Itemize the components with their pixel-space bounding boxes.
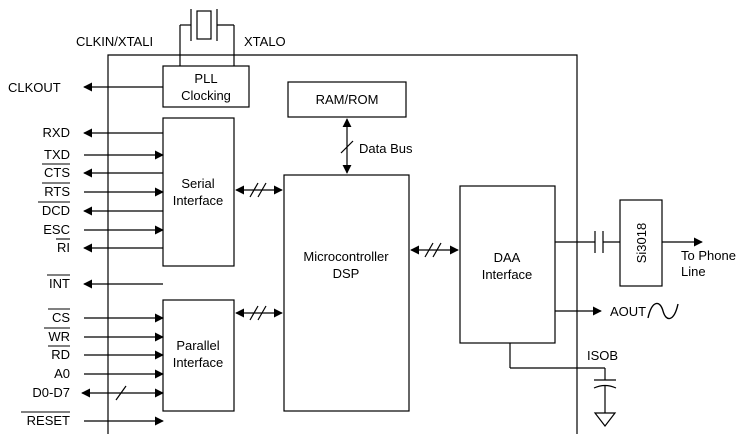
daa-label-1: DAA [494, 250, 521, 265]
mcu-daa-bus-slash-2 [432, 242, 442, 258]
pll-label-1: PLL [194, 71, 217, 86]
pin-cts-label: CTS [44, 165, 70, 180]
pin-d0-d7-slash [115, 385, 127, 401]
pin-cs-label: CS [52, 310, 70, 325]
serial-label-2: Interface [173, 193, 224, 208]
pin-dcd-label: DCD [42, 203, 70, 218]
phone-line-label-1: To Phone [681, 248, 736, 263]
clkin-label: CLKIN/XTALI [76, 34, 153, 49]
ram-rom-label: RAM/ROM [316, 92, 379, 107]
pin-txd-label: TXD [44, 147, 70, 162]
aout-label: AOUT [610, 304, 646, 319]
serial-label-1: Serial [181, 176, 214, 191]
pin-a0-label: A0 [54, 366, 70, 381]
pll-label-2: Clocking [181, 88, 231, 103]
serial-mcu-bus-slash-1 [249, 182, 259, 198]
ram-rom-block [287, 81, 407, 118]
serial-mcu-bus-slash-2 [257, 182, 267, 198]
coupling-capacitor-icon [594, 231, 604, 253]
pin-wr-label: WR [48, 329, 70, 344]
pin-ri-label: RI [57, 240, 70, 255]
parallel-mcu-bus-slash-2 [257, 305, 267, 321]
isob-label: ISOB [587, 348, 618, 363]
pin-esc-label: ESC [43, 222, 70, 237]
aout-wave-icon [647, 302, 679, 320]
chip-outline [107, 54, 578, 434]
data-bus-label: Data Bus [359, 141, 413, 156]
pin-rd-label: RD [51, 347, 70, 362]
mcu-daa-bus-slash-1 [424, 242, 434, 258]
clkout-label: CLKOUT [8, 80, 61, 95]
pin-d0-d7-label: D0-D7 [32, 385, 70, 400]
crystal-icon [179, 9, 235, 66]
daa-label-2: Interface [482, 267, 533, 282]
data-bus-slash [340, 140, 354, 154]
ground-icon [593, 412, 617, 427]
parallel-mcu-bus-slash-1 [249, 305, 259, 321]
microcontroller-dsp-block [283, 174, 410, 412]
pin-int-label: INT [49, 276, 70, 291]
pin-reset-label: RESET [27, 413, 70, 428]
parallel-interface-block [162, 299, 235, 412]
si3018-block [619, 199, 663, 287]
xtalo-label: XTALO [244, 34, 286, 49]
mcu-label-1: Microcontroller [303, 249, 389, 264]
serial-interface-block [162, 117, 235, 267]
pin-rts-label: RTS [44, 184, 70, 199]
parallel-label-1: Parallel [176, 338, 219, 353]
isob-capacitor-icon [593, 368, 617, 413]
si3018-label: Si3018 [634, 223, 649, 263]
daa-interface-block [459, 185, 556, 344]
phone-line-label-2: Line [681, 264, 706, 279]
mcu-label-2: DSP [333, 266, 360, 281]
pin-rxd-label: RXD [43, 125, 70, 140]
parallel-label-2: Interface [173, 355, 224, 370]
